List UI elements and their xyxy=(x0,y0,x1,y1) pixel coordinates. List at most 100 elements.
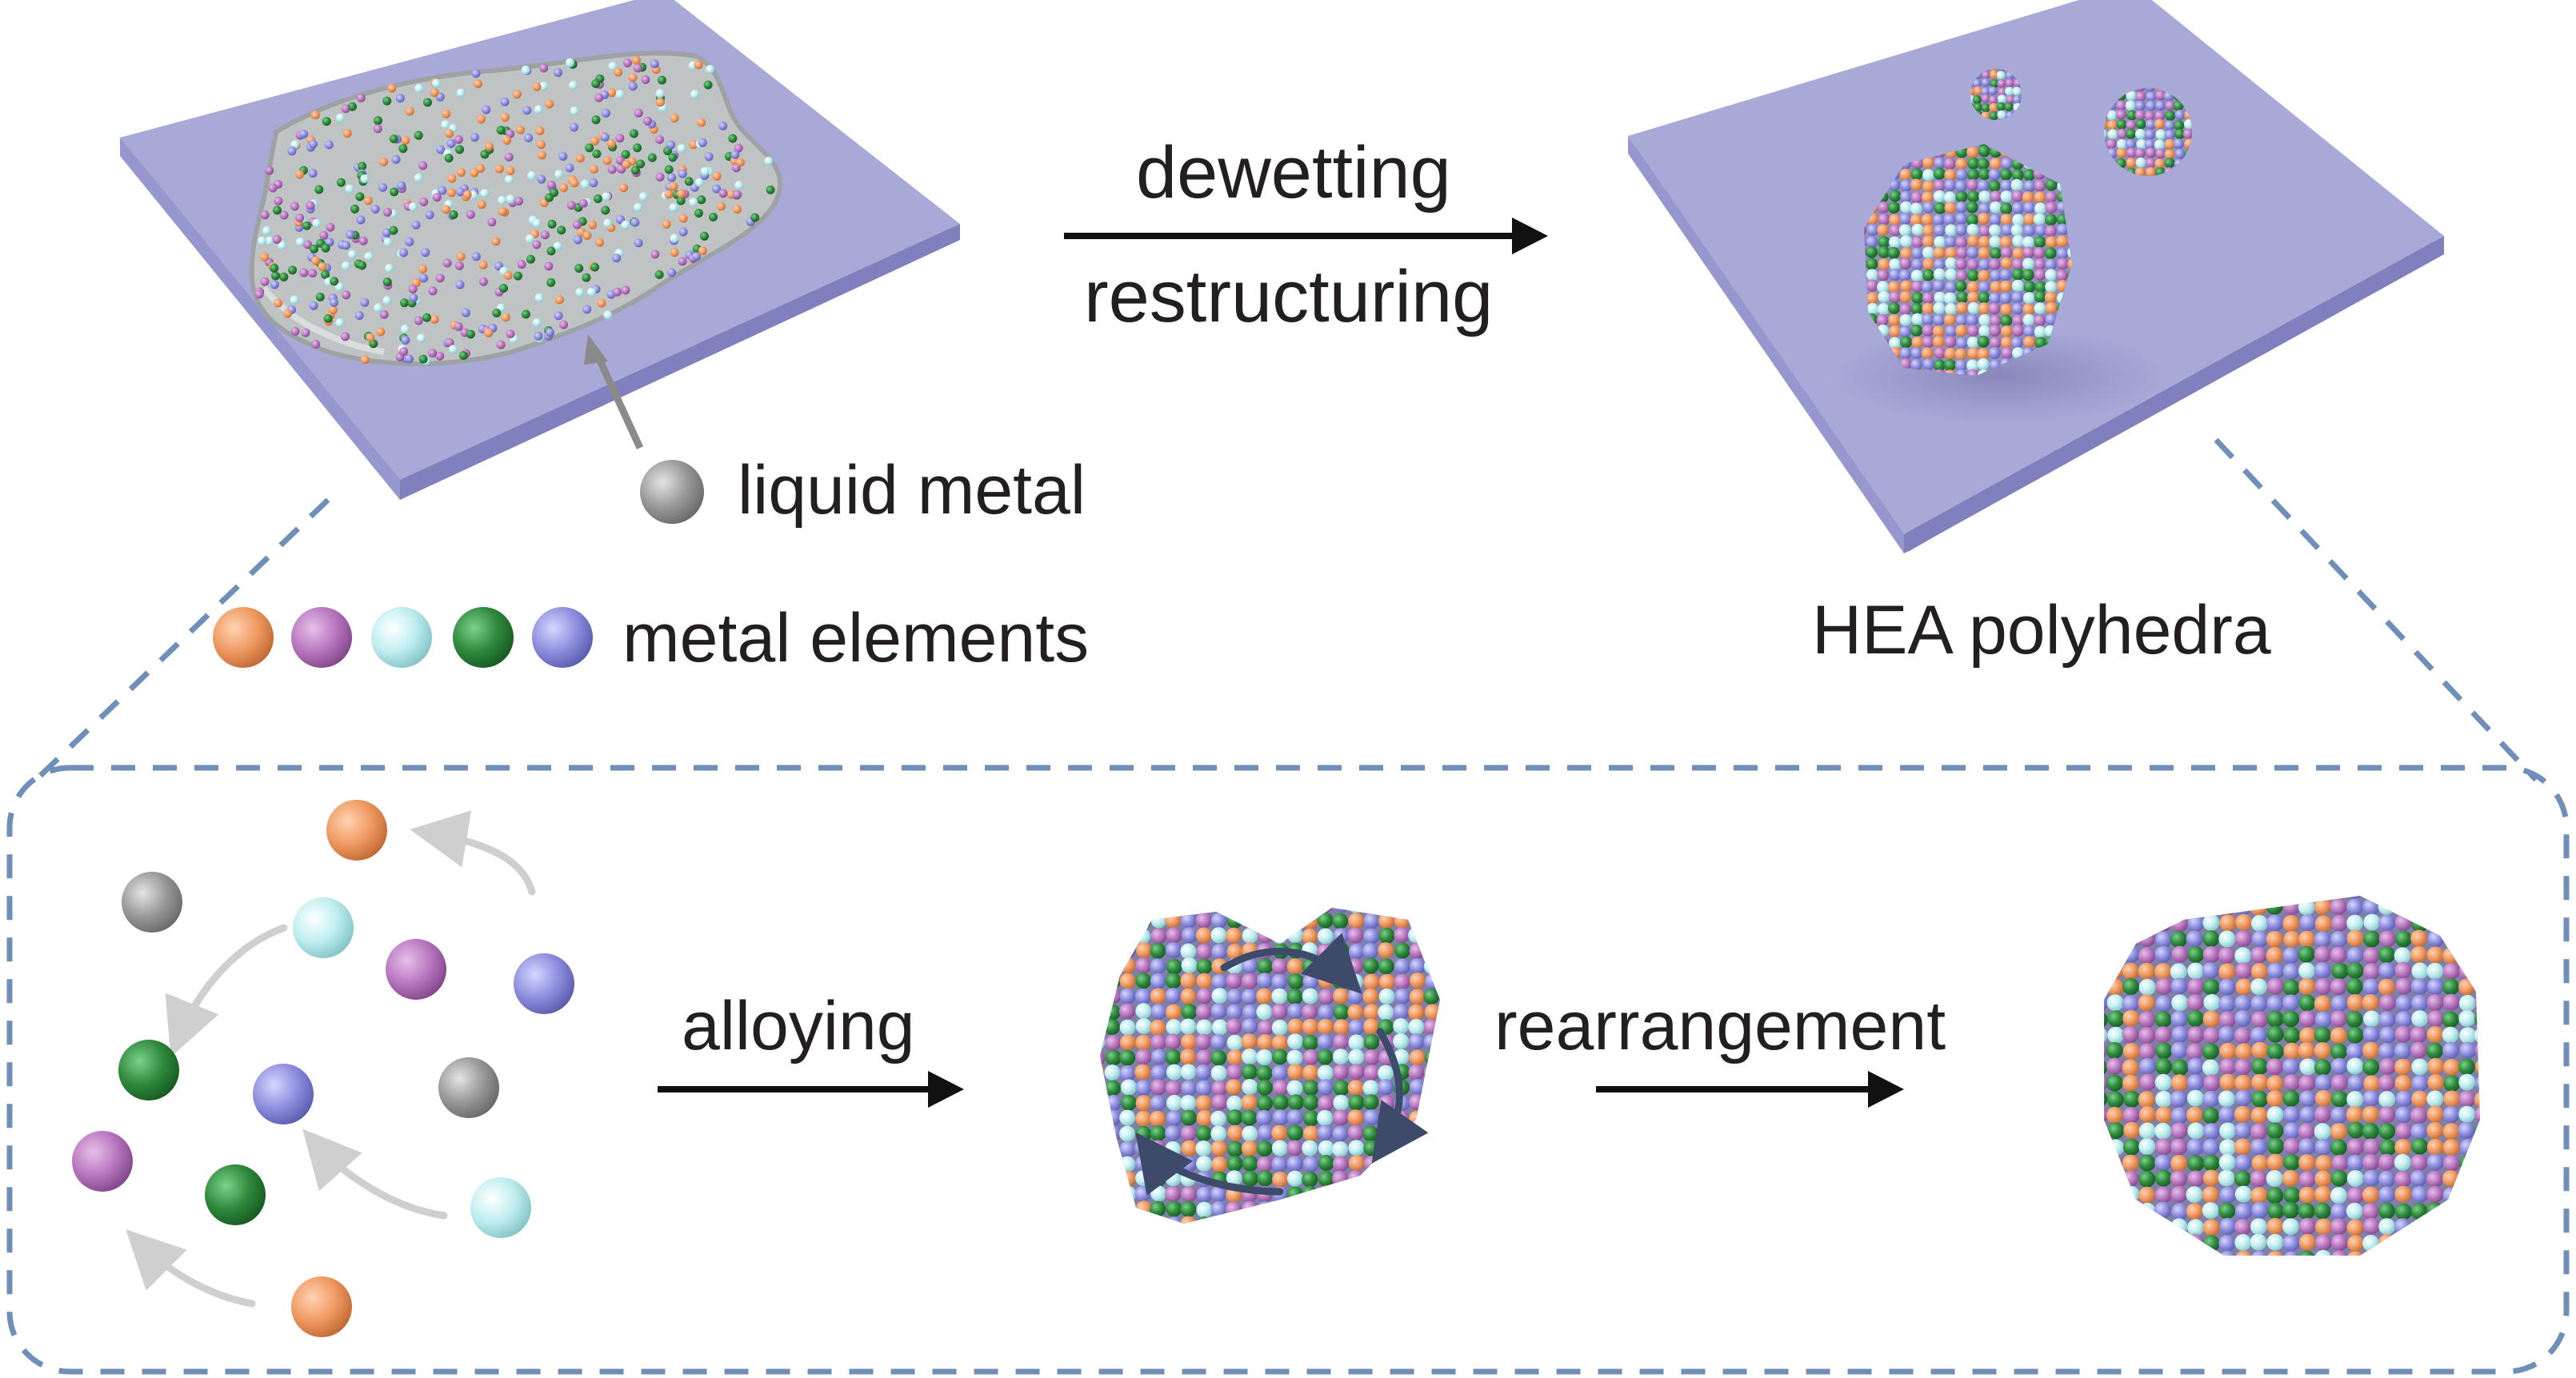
atom xyxy=(2426,1026,2444,1043)
atom xyxy=(2282,1010,2299,1028)
atom xyxy=(1977,348,1990,361)
atom xyxy=(1241,1109,1258,1126)
atom xyxy=(2045,190,2058,203)
atom xyxy=(2022,269,2034,282)
atom xyxy=(1332,1141,1349,1157)
atom xyxy=(2202,896,2220,899)
atom xyxy=(2330,1139,2347,1156)
atom xyxy=(1105,1185,1122,1202)
atom xyxy=(2362,1169,2380,1187)
atom xyxy=(1408,1110,1425,1127)
atom xyxy=(1302,1125,1319,1142)
atom xyxy=(2395,977,2413,995)
atom xyxy=(1317,1124,1334,1141)
atom xyxy=(1256,1109,1273,1126)
atom xyxy=(2362,978,2380,996)
atom xyxy=(2459,1154,2477,1172)
atom xyxy=(2202,1186,2219,1204)
ordered-hea-polyhedron xyxy=(2104,896,2480,1256)
atom xyxy=(1394,988,1410,1005)
atom xyxy=(1943,191,1956,204)
atom xyxy=(2298,1217,2316,1235)
atom xyxy=(2314,1123,2331,1140)
atom xyxy=(1100,1079,1106,1096)
atom xyxy=(1120,912,1137,929)
atom xyxy=(2136,138,2147,150)
atom-green xyxy=(205,1164,266,1225)
atom xyxy=(2104,946,2107,964)
atom xyxy=(2034,268,2046,281)
atom xyxy=(2282,1218,2299,1236)
atom xyxy=(2266,1153,2284,1171)
atom xyxy=(1257,1079,1273,1096)
film-atom xyxy=(634,108,643,118)
atom xyxy=(2174,148,2186,159)
atom xyxy=(1922,258,1935,270)
atom xyxy=(1362,1216,1379,1224)
film-atom xyxy=(492,308,502,318)
atom xyxy=(2155,977,2173,995)
atom xyxy=(1181,1186,1198,1202)
atom xyxy=(1180,1109,1197,1126)
film-atom xyxy=(636,159,646,169)
film-atom xyxy=(504,175,514,185)
atom xyxy=(1256,1064,1273,1081)
atom xyxy=(2346,962,2364,979)
atom xyxy=(2171,1250,2189,1256)
atom xyxy=(1135,1048,1152,1065)
atom xyxy=(2395,1011,2413,1029)
atom-purple xyxy=(72,1131,133,1192)
atom xyxy=(2314,945,2331,963)
atom xyxy=(2426,1121,2444,1139)
atom xyxy=(1933,279,1945,292)
atom xyxy=(1332,1064,1349,1080)
atom xyxy=(2146,147,2156,158)
atom xyxy=(2001,224,2014,236)
atom xyxy=(1105,912,1122,929)
atom xyxy=(1423,1186,1440,1203)
atom xyxy=(1226,1004,1243,1021)
film-atom xyxy=(546,278,556,287)
film-atom xyxy=(593,194,602,203)
atom xyxy=(2282,896,2299,900)
atom xyxy=(2187,1057,2205,1075)
film-atom xyxy=(655,135,664,144)
atom xyxy=(1899,290,1912,303)
film-atom xyxy=(628,73,638,82)
atom xyxy=(1135,1110,1152,1127)
atom xyxy=(2266,1010,2284,1028)
film-atom xyxy=(358,261,366,270)
film-atom xyxy=(423,98,432,107)
atom xyxy=(2055,270,2068,282)
atom xyxy=(1910,302,1923,315)
atom xyxy=(2138,947,2155,965)
atom xyxy=(2000,280,2012,293)
atom xyxy=(1972,78,1982,88)
atom xyxy=(1877,281,1890,294)
atom xyxy=(2154,118,2165,130)
atom xyxy=(2314,931,2331,949)
atom xyxy=(2410,1249,2428,1256)
atom xyxy=(1242,1079,1258,1095)
atom xyxy=(1317,1064,1334,1081)
atom xyxy=(2023,325,2036,338)
atom xyxy=(1287,927,1303,944)
atom xyxy=(2346,1011,2363,1028)
atom xyxy=(1978,270,1990,282)
atom xyxy=(1211,1216,1228,1224)
atom xyxy=(2187,1026,2205,1044)
film-atom xyxy=(310,244,318,254)
atom xyxy=(2395,896,2413,900)
atom xyxy=(1135,1080,1152,1096)
film-atom xyxy=(697,118,706,127)
atom xyxy=(1363,1049,1380,1066)
atom xyxy=(1423,1064,1440,1081)
atom xyxy=(2314,995,2331,1013)
film-atom xyxy=(335,318,345,327)
film-atom xyxy=(545,99,554,109)
film-atom xyxy=(405,237,414,246)
atom xyxy=(2411,1010,2429,1028)
atom xyxy=(1271,1003,1288,1020)
atom xyxy=(1100,1033,1106,1050)
atom xyxy=(1286,1049,1303,1066)
